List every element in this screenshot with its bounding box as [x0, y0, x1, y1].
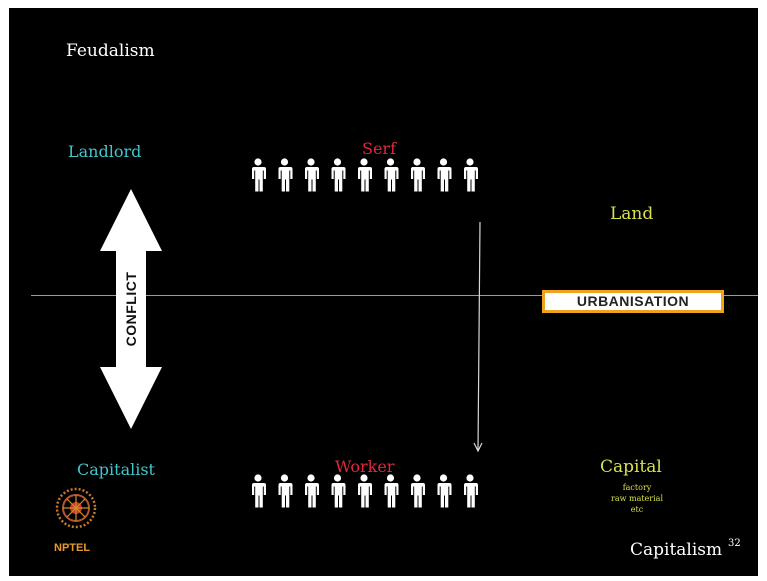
capital-detail-factory: factory	[622, 483, 652, 492]
conflict-arrow: CONFLICT	[91, 189, 171, 429]
worker-people-row	[252, 474, 478, 508]
title-capitalism: Capitalism	[630, 540, 723, 560]
nptel-logo-text: NPTEL	[54, 542, 91, 554]
person-icon	[411, 474, 425, 508]
label-conflict: CONFLICT	[123, 271, 139, 347]
person-icon	[384, 158, 399, 192]
nptel-logo-icon	[55, 487, 97, 529]
person-icon	[305, 158, 319, 192]
serf-people-row	[252, 158, 478, 192]
person-icon	[331, 158, 346, 192]
person-icon	[358, 158, 372, 192]
capital-detail-etc: etc	[630, 505, 644, 514]
label-serf: Serf	[362, 139, 396, 158]
person-icon	[278, 158, 293, 192]
person-icon	[464, 158, 478, 192]
page-number: 32	[728, 538, 741, 549]
divider-line	[31, 295, 758, 296]
urbanisation-box: URBANISATION	[542, 290, 724, 313]
person-icon	[252, 158, 266, 192]
person-icon	[305, 474, 319, 508]
capital-details: factory raw material etc	[597, 482, 677, 515]
person-icon	[464, 474, 478, 508]
person-icon	[331, 474, 346, 508]
title-feudalism: Feudalism	[66, 41, 155, 61]
label-capitalist: Capitalist	[77, 460, 155, 479]
down-arrow-icon	[473, 222, 483, 453]
person-icon	[411, 158, 425, 192]
slide: Feudalism Landlord Serf Land URBANISATIO…	[9, 8, 758, 576]
capital-detail-raw-material: raw material	[611, 494, 663, 503]
person-icon	[278, 474, 293, 508]
double-arrow-icon	[100, 189, 162, 429]
label-capital: Capital	[600, 457, 662, 477]
person-icon	[358, 474, 372, 508]
person-icon	[252, 474, 266, 508]
label-land: Land	[610, 204, 654, 224]
person-icon	[437, 158, 452, 192]
label-landlord: Landlord	[68, 142, 142, 161]
label-worker: Worker	[335, 457, 395, 476]
person-icon	[437, 474, 452, 508]
person-icon	[384, 474, 399, 508]
